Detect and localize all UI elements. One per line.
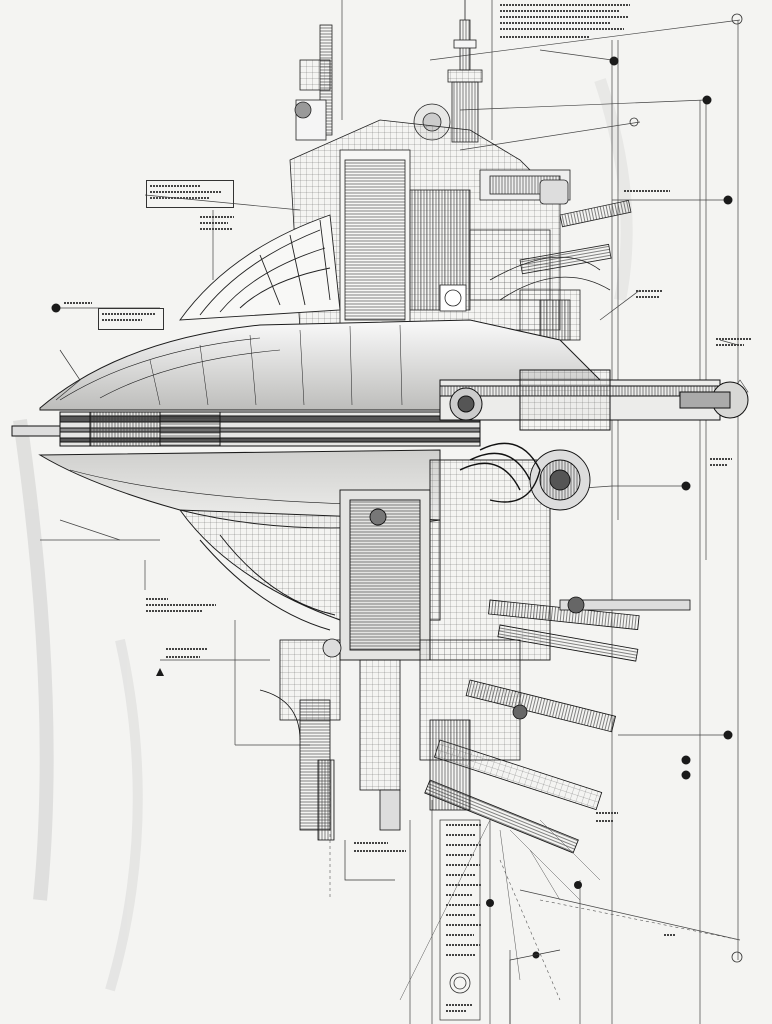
- spec-label-7: [716, 338, 756, 350]
- spec-column-bottom: [446, 820, 486, 970]
- spec-label-8: [710, 458, 734, 468]
- cockpit-canopy: [179, 214, 341, 321]
- spec-label-1: [200, 216, 240, 236]
- spec-label-10: [596, 812, 620, 826]
- spec-label-4: [166, 648, 212, 662]
- spec-label-5: [624, 190, 674, 194]
- spec-box-top-left: [146, 180, 234, 208]
- spec-label-6: [636, 290, 666, 300]
- callout-dots: [51, 56, 733, 959]
- spec-label-3: [146, 598, 226, 618]
- central-spine: [11, 369, 749, 447]
- spec-box-left: [98, 308, 164, 330]
- callout-rings: [449, 13, 743, 994]
- spec-label-2: [64, 302, 94, 306]
- spec-label-9: [354, 842, 410, 856]
- landing-gear: [259, 638, 471, 841]
- upper-gun-array: [489, 199, 632, 341]
- spec-column-top: [500, 2, 636, 46]
- superstructure: [289, 119, 571, 331]
- radial-lines: [399, 819, 601, 1001]
- triangle-marker: [156, 668, 164, 676]
- spec-label-11: [664, 934, 678, 938]
- engine-core: [339, 442, 591, 661]
- lower-frame: [55, 349, 561, 1024]
- paper-texture: [13, 78, 633, 992]
- spec-label-12: [446, 1004, 476, 1014]
